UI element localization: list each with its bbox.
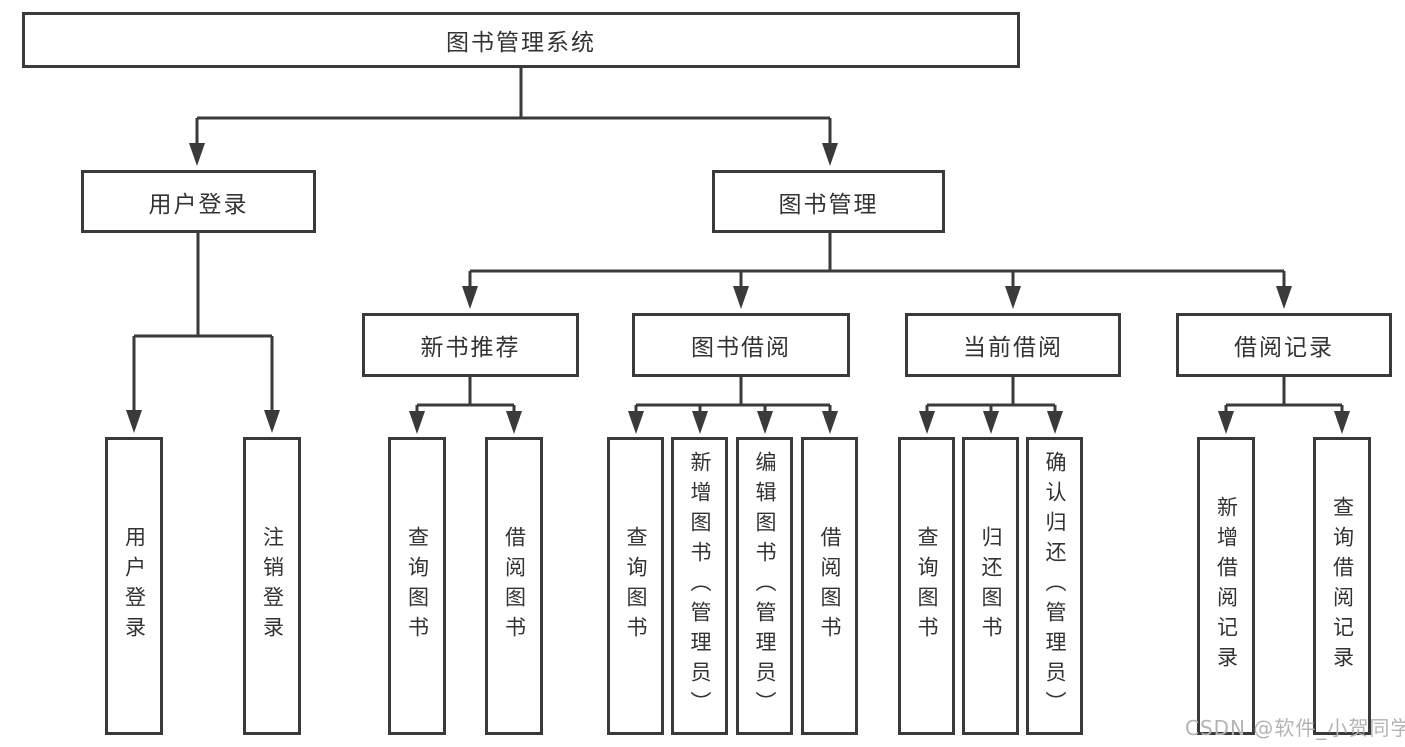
leaf-add-borrow-record: 新增借阅记录 bbox=[1197, 437, 1255, 735]
leaf-query-borrow-record: 查询借阅记录 bbox=[1313, 437, 1371, 735]
arrowhead-icon bbox=[692, 411, 708, 434]
node-book-management: 图书管理 bbox=[712, 170, 945, 233]
arrowheads bbox=[126, 143, 1350, 434]
leaf-return-books: 归还图书 bbox=[962, 437, 1019, 735]
arrowhead-icon bbox=[919, 411, 935, 434]
leaf-confirm-return-admin: 确认归还（管理员） bbox=[1026, 437, 1083, 735]
arrowhead-icon bbox=[126, 410, 142, 433]
arrowhead-icon bbox=[822, 143, 838, 166]
node-current-borrowing: 当前借阅 bbox=[905, 313, 1121, 377]
arrowhead-icon bbox=[1047, 411, 1063, 434]
leaf-query-books-current: 查询图书 bbox=[898, 437, 955, 735]
arrowhead-icon bbox=[1218, 411, 1234, 434]
leaf-borrow-books-recommend: 借阅图书 bbox=[485, 437, 543, 735]
node-book-borrowing: 图书借阅 bbox=[632, 313, 850, 377]
node-root-system: 图书管理系统 bbox=[22, 12, 1020, 68]
arrowhead-icon bbox=[628, 411, 644, 434]
leaf-borrow-books: 借阅图书 bbox=[801, 437, 858, 735]
arrowhead-icon bbox=[409, 411, 425, 434]
arrowhead-icon bbox=[733, 286, 749, 309]
leaf-query-books-recommend: 查询图书 bbox=[388, 437, 446, 735]
node-borrowing-records: 借阅记录 bbox=[1176, 313, 1392, 377]
arrowhead-icon bbox=[983, 411, 999, 434]
arrowhead-icon bbox=[822, 411, 838, 434]
leaf-query-books-borrowing: 查询图书 bbox=[607, 437, 664, 735]
arrowhead-icon bbox=[1005, 286, 1021, 309]
arrowhead-icon bbox=[1276, 286, 1292, 309]
leaf-add-books-admin: 新增图书（管理员） bbox=[671, 437, 728, 735]
arrowhead-icon bbox=[264, 410, 280, 433]
arrowhead-icon bbox=[189, 143, 205, 166]
leaf-logout: 注销登录 bbox=[243, 437, 301, 735]
arrowhead-icon bbox=[757, 411, 773, 434]
node-user-login: 用户登录 bbox=[81, 170, 316, 233]
arrowhead-icon bbox=[1334, 411, 1350, 434]
leaf-edit-books-admin: 编辑图书（管理员） bbox=[736, 437, 793, 735]
watermark: CSDN @软件_小贺同学 bbox=[1185, 716, 1405, 740]
leaf-user-login: 用户登录 bbox=[105, 437, 163, 735]
node-new-book-recommend: 新书推荐 bbox=[362, 313, 579, 377]
arrowhead-icon bbox=[506, 411, 522, 434]
arrowhead-icon bbox=[462, 286, 478, 309]
connector-line bbox=[132, 68, 1344, 415]
